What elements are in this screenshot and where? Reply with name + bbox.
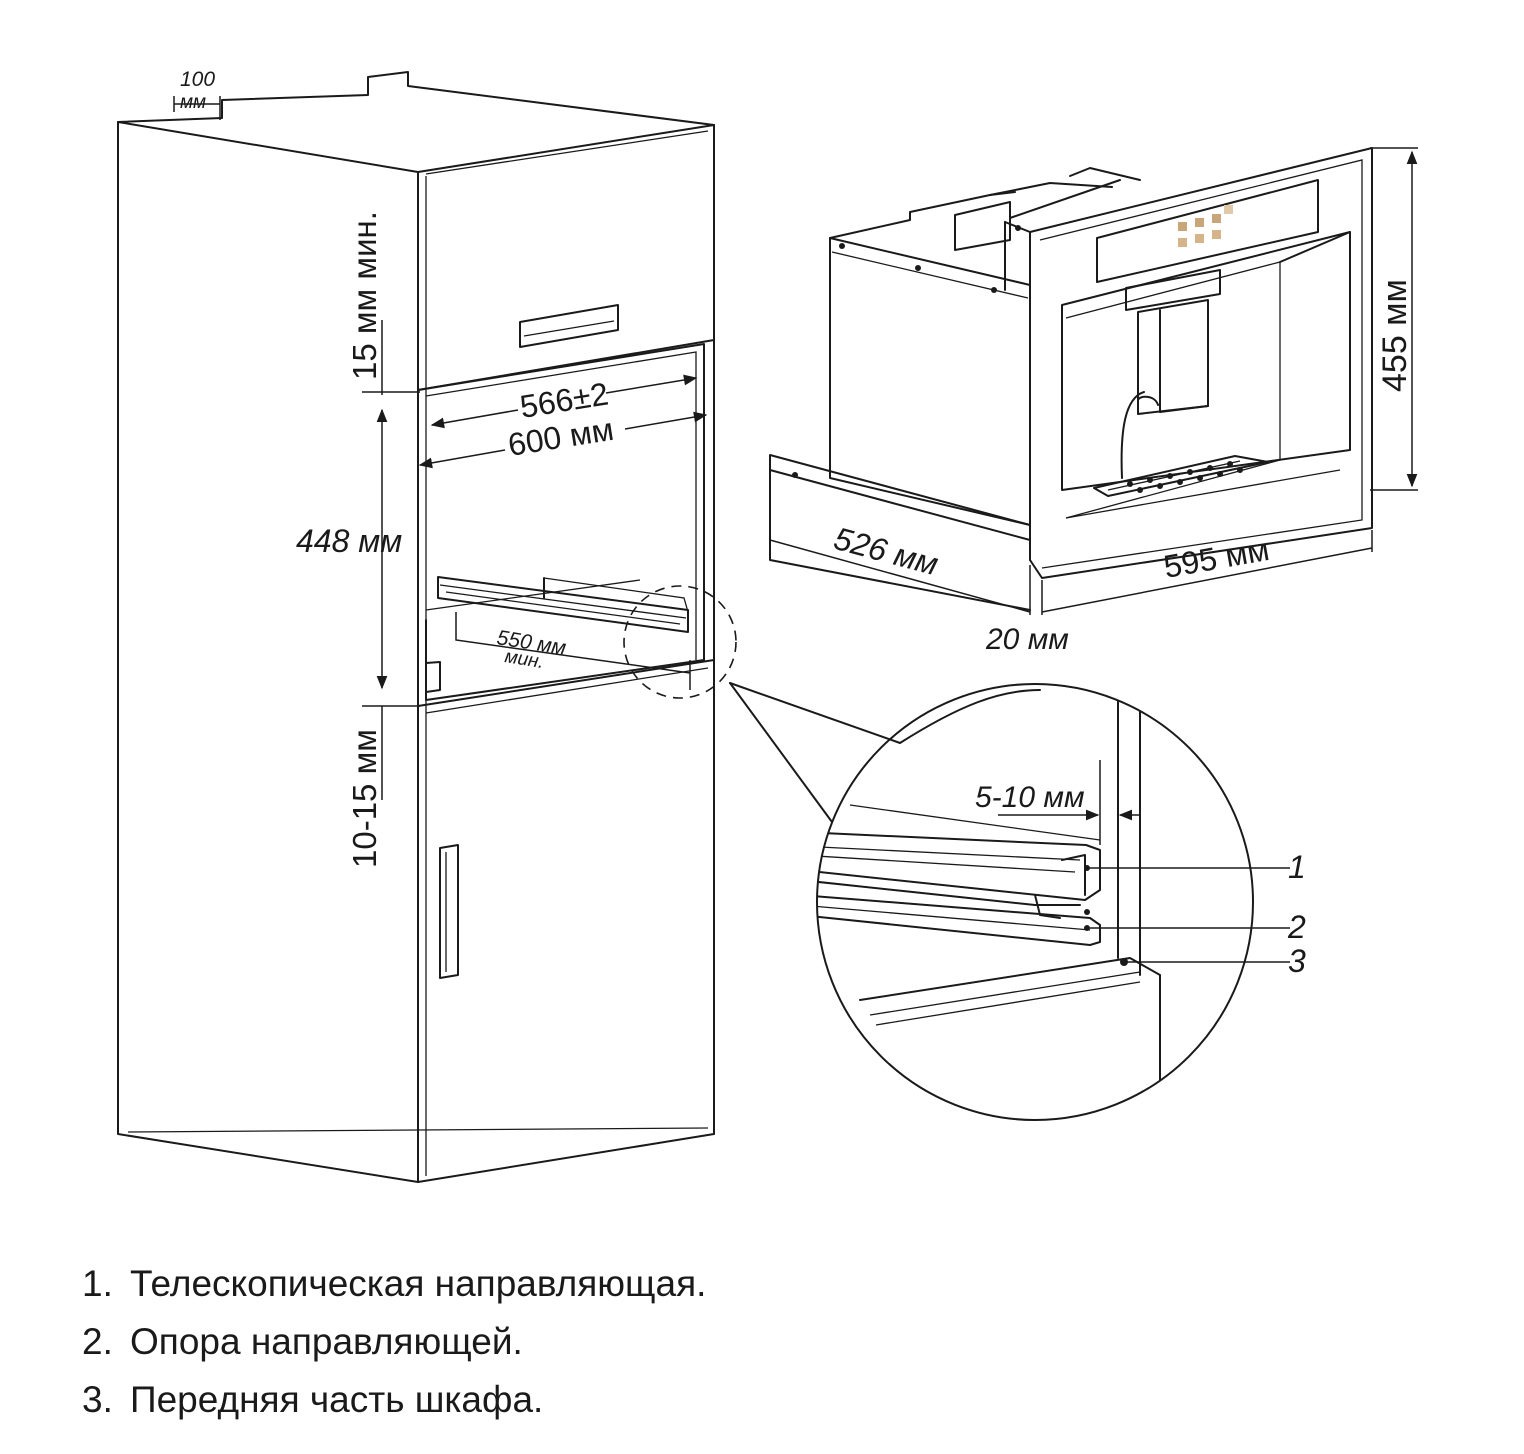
coffee-machine xyxy=(769,147,1373,611)
legend-number: 1. xyxy=(82,1263,113,1304)
label-top-gap: 100 xyxy=(180,68,215,91)
legend-text: Опора направляющей. xyxy=(130,1321,523,1362)
legend-number: 2. xyxy=(82,1321,113,1362)
dim-top-gap xyxy=(173,96,221,120)
zoom-detail xyxy=(816,683,1290,1121)
legend-list: 1. Телескопическая направляющая. 2. Опора … xyxy=(82,1255,706,1429)
legend-text: Телескопическая направляющая. xyxy=(130,1263,707,1304)
label-lower-gap: 10-15 мм xyxy=(346,729,383,868)
telescopic-rail-small xyxy=(425,576,691,693)
label-machine-height: 455 мм xyxy=(1376,279,1414,392)
legend-number: 3. xyxy=(82,1379,113,1420)
dim-vertical-chain xyxy=(362,320,420,800)
cabinet xyxy=(117,71,715,1183)
label-top-gap-unit: мм xyxy=(180,92,206,113)
callout-3: 3 xyxy=(1288,943,1306,979)
callout-1: 1 xyxy=(1288,849,1306,885)
control-buttons xyxy=(1178,205,1233,247)
legend-item: 1. Телескопическая направляющая. xyxy=(82,1255,706,1313)
legend-text: Передняя часть шкафа. xyxy=(130,1379,544,1420)
label-rail-offset: 5-10 мм xyxy=(975,781,1085,814)
upper-drawer-handle xyxy=(519,304,619,348)
label-machine-width: 595 мм xyxy=(1161,531,1272,585)
coffee-spout xyxy=(1120,269,1221,479)
label-upper-gap: 15 мм мин. xyxy=(346,211,383,380)
detail-indicator xyxy=(623,585,1041,823)
dim-machine xyxy=(769,147,1418,615)
callout-2: 2 xyxy=(1287,909,1306,945)
lower-door-handle xyxy=(439,844,459,979)
label-niche-height: 448 мм xyxy=(296,523,402,559)
drip-tray xyxy=(1093,455,1269,497)
legend-item: 3. Передняя часть шкафа. xyxy=(82,1371,706,1429)
label-frame-depth: 20 мм xyxy=(985,623,1069,656)
legend-item: 2. Опора направляющей. xyxy=(82,1313,706,1371)
dim-widths xyxy=(418,374,708,469)
